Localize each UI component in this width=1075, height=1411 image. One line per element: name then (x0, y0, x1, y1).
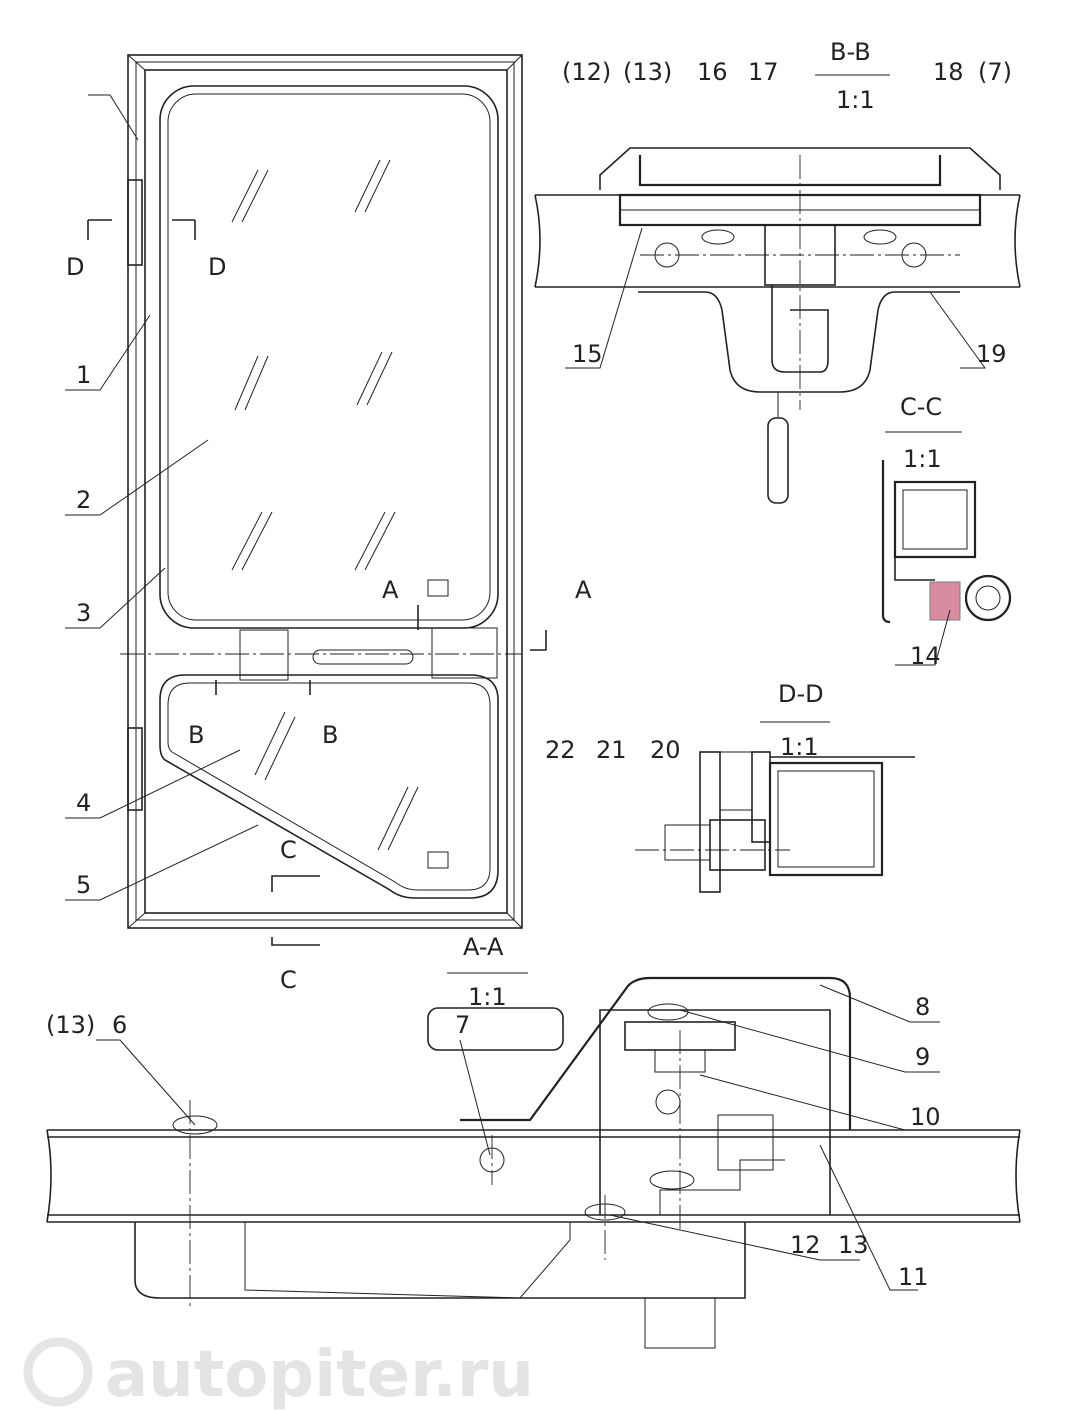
svg-text:D-D: D-D (778, 680, 824, 708)
svg-text:6: 6 (112, 1011, 127, 1039)
svg-text:1:1: 1:1 (903, 445, 942, 473)
svg-text:5: 5 (76, 871, 91, 899)
svg-text:12: 12 (790, 1231, 821, 1259)
lower-window (159, 674, 499, 899)
svg-text:10: 10 (910, 1103, 941, 1131)
svg-text:8: 8 (915, 993, 930, 1021)
leader-lines (65, 94, 986, 1291)
svg-text:1:1: 1:1 (468, 983, 507, 1011)
svg-text:1: 1 (76, 361, 91, 389)
svg-text:9: 9 (915, 1043, 930, 1071)
svg-text:18: 18 (933, 58, 964, 86)
svg-text:19: 19 (976, 340, 1007, 368)
svg-text:2: 2 (76, 486, 91, 514)
svg-text:16: 16 (697, 58, 728, 86)
svg-text:21: 21 (596, 736, 627, 764)
svg-text:15: 15 (572, 340, 603, 368)
watermark: autopiter.ru (23, 1337, 534, 1411)
svg-text:1:1: 1:1 (836, 86, 875, 114)
svg-text:autopiter.ru: autopiter.ru (105, 1338, 534, 1411)
svg-text:3: 3 (76, 599, 91, 627)
svg-text:B-B: B-B (830, 38, 871, 66)
svg-text:(13): (13) (46, 1011, 95, 1039)
svg-text:14: 14 (910, 642, 941, 670)
svg-text:20: 20 (650, 736, 681, 764)
svg-text:D: D (66, 253, 84, 281)
svg-text:4: 4 (76, 789, 91, 817)
svg-text:A-A: A-A (463, 933, 504, 961)
cut-markers: D D A A B B C C (66, 219, 592, 994)
svg-text:(7): (7) (978, 58, 1012, 86)
hinge-lower (127, 727, 143, 811)
seal-profile (929, 581, 961, 621)
callouts: 1 2 3 4 5 (12) (13) 16 17 18 (7) 15 19 1… (46, 58, 1012, 1291)
svg-text:C: C (280, 836, 297, 864)
svg-text:11: 11 (898, 1263, 929, 1291)
hinge-upper (127, 179, 143, 266)
section-bb (534, 74, 1021, 504)
section-aa (46, 972, 1021, 1349)
upper-window (159, 85, 499, 629)
svg-text:C-C: C-C (900, 393, 942, 421)
svg-text:D: D (208, 253, 226, 281)
section-cc (881, 431, 1012, 624)
svg-text:1:1: 1:1 (780, 733, 819, 761)
svg-text:17: 17 (748, 58, 779, 86)
svg-text:C: C (280, 966, 297, 994)
svg-text:A: A (382, 576, 399, 604)
svg-text:22: 22 (545, 736, 576, 764)
svg-text:7: 7 (455, 1011, 470, 1039)
svg-text:(12): (12) (562, 58, 611, 86)
section-dd (635, 721, 915, 893)
door-elevation (120, 54, 523, 929)
svg-text:B: B (322, 721, 338, 749)
svg-text:(13): (13) (623, 58, 672, 86)
svg-text:B: B (188, 721, 204, 749)
svg-text:A: A (575, 576, 592, 604)
svg-text:13: 13 (838, 1231, 869, 1259)
section-titles: B-B 1:1 C-C 1:1 D-D 1:1 A-A 1:1 (463, 38, 942, 1011)
